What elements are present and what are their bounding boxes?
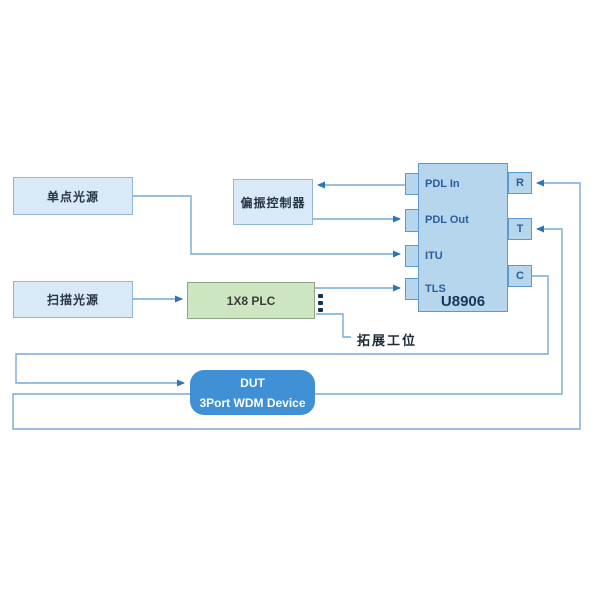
port-c-label: C <box>516 270 524 282</box>
port-t-label: T <box>516 223 524 235</box>
plc-box: 1X8 PLC <box>187 282 315 319</box>
u8906-box: PDL In PDL Out ITU TLS U8906 <box>418 163 508 312</box>
port-pdl-in-label: PDL In <box>425 178 460 190</box>
port-pdl-out-label: PDL Out <box>425 214 469 226</box>
connector-dut-to-t <box>315 225 563 395</box>
u8906-tab-c: C <box>508 265 532 287</box>
connector-dut-to-r <box>12 179 581 430</box>
connector-c-to-dut <box>15 275 549 387</box>
scan-source-box: 扫描光源 <box>13 281 133 318</box>
connector-plc-to-expansion <box>316 313 351 338</box>
dut-subtitle: 3Port WDM Device <box>199 395 306 410</box>
single-source-box: 单点光源 <box>13 177 133 215</box>
u8906-tab-r: R <box>508 172 532 194</box>
dut-title: DUT <box>240 375 265 390</box>
connector-single-source-to-itu <box>133 195 401 258</box>
port-itu-label: ITU <box>425 250 443 262</box>
expansion-label: 拓展工位 <box>357 333 418 348</box>
polarization-controller-box: 偏振控制器 <box>233 179 313 225</box>
u8906-tab-t: T <box>508 218 532 240</box>
u8906-label: U8906 <box>440 293 486 310</box>
port-r-label: R <box>516 177 524 189</box>
expansion-dots-icon <box>318 294 323 312</box>
port-tls-label: TLS <box>425 283 446 295</box>
dut-box: DUT 3Port WDM Device <box>190 370 315 415</box>
